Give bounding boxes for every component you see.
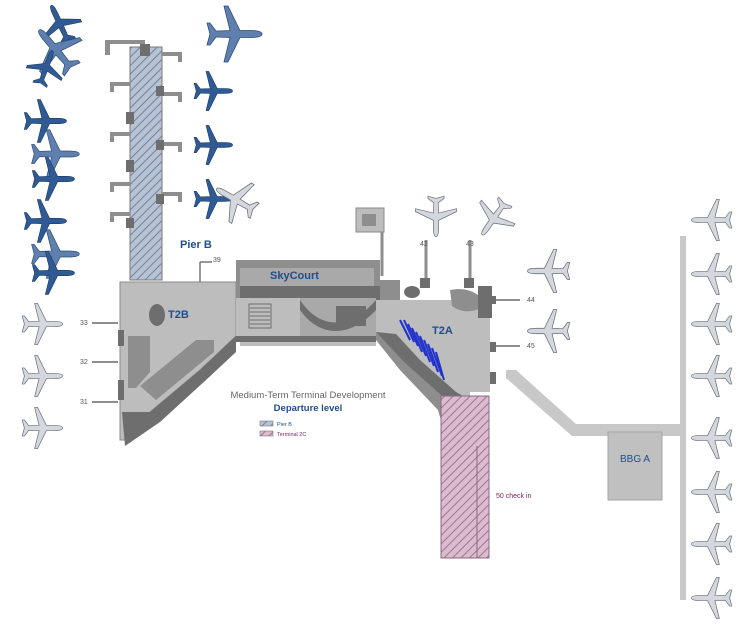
aircraft-icon — [415, 195, 457, 237]
bbg-a-building — [607, 431, 663, 501]
pier-b-jet-bridges — [110, 52, 182, 222]
aircraft-icon — [691, 577, 733, 619]
aircraft-icon — [21, 355, 63, 397]
bbg-a-label: BBG A — [620, 454, 650, 465]
aircraft-icon — [193, 125, 233, 165]
gate-43-label: 43 — [466, 241, 474, 248]
pier-b — [105, 40, 182, 281]
aircraft-icon — [206, 5, 263, 63]
legend-swatch-terminal-2c — [259, 430, 274, 437]
aircraft-icon — [527, 249, 571, 293]
gate-31-label: 31 — [80, 399, 88, 406]
pier-b-label: Pier B — [180, 239, 212, 251]
legend-swatch-pier-b — [259, 420, 274, 427]
t2b-label: T2B — [168, 309, 189, 321]
aircraft-icon — [23, 99, 67, 143]
gate-45-label: 45 — [527, 343, 535, 350]
aircraft-icon — [691, 253, 733, 295]
legend: Pier B Terminal 2C — [259, 420, 306, 438]
aircraft-icon — [691, 199, 733, 241]
skycourt-label: SkyCourt — [270, 270, 319, 282]
caption-line-1: Medium-Term Terminal Development — [230, 390, 385, 401]
aircraft-icon — [22, 43, 71, 92]
legend-label-pier-b: Pier B — [277, 422, 292, 428]
gate-32-label: 32 — [80, 359, 88, 366]
terminal-2c-checkin — [440, 395, 490, 559]
gate-39-label: 39 — [213, 257, 221, 264]
pier-b-body — [129, 46, 163, 281]
gate-33-label: 33 — [80, 320, 88, 327]
baggage-corridor — [506, 236, 686, 600]
pier-b-top-bridge — [105, 40, 145, 55]
t2a-blue-stands — [399, 319, 445, 381]
aircraft-icon — [691, 303, 733, 345]
caption-line-2: Departure level — [274, 403, 343, 414]
gate-44-label: 44 — [527, 297, 535, 304]
aircraft-icon — [691, 355, 733, 397]
aircraft-icon — [193, 71, 233, 111]
aircraft-icon — [691, 417, 733, 459]
aircraft-icon — [21, 407, 63, 449]
aircraft-icon — [21, 303, 63, 345]
legend-label-terminal-2c: Terminal 2C — [277, 432, 306, 438]
aircraft-icon — [23, 199, 67, 243]
aircraft-icon — [465, 189, 523, 247]
t2b-dark-edge — [122, 336, 236, 446]
t2a-label: T2A — [432, 325, 453, 337]
gate-42-label: 42 — [420, 241, 428, 248]
aircraft-icon — [691, 471, 733, 513]
aircraft-icon — [193, 179, 233, 219]
checkin-label: 50 check in — [496, 493, 532, 500]
aircraft-icon — [691, 523, 733, 565]
